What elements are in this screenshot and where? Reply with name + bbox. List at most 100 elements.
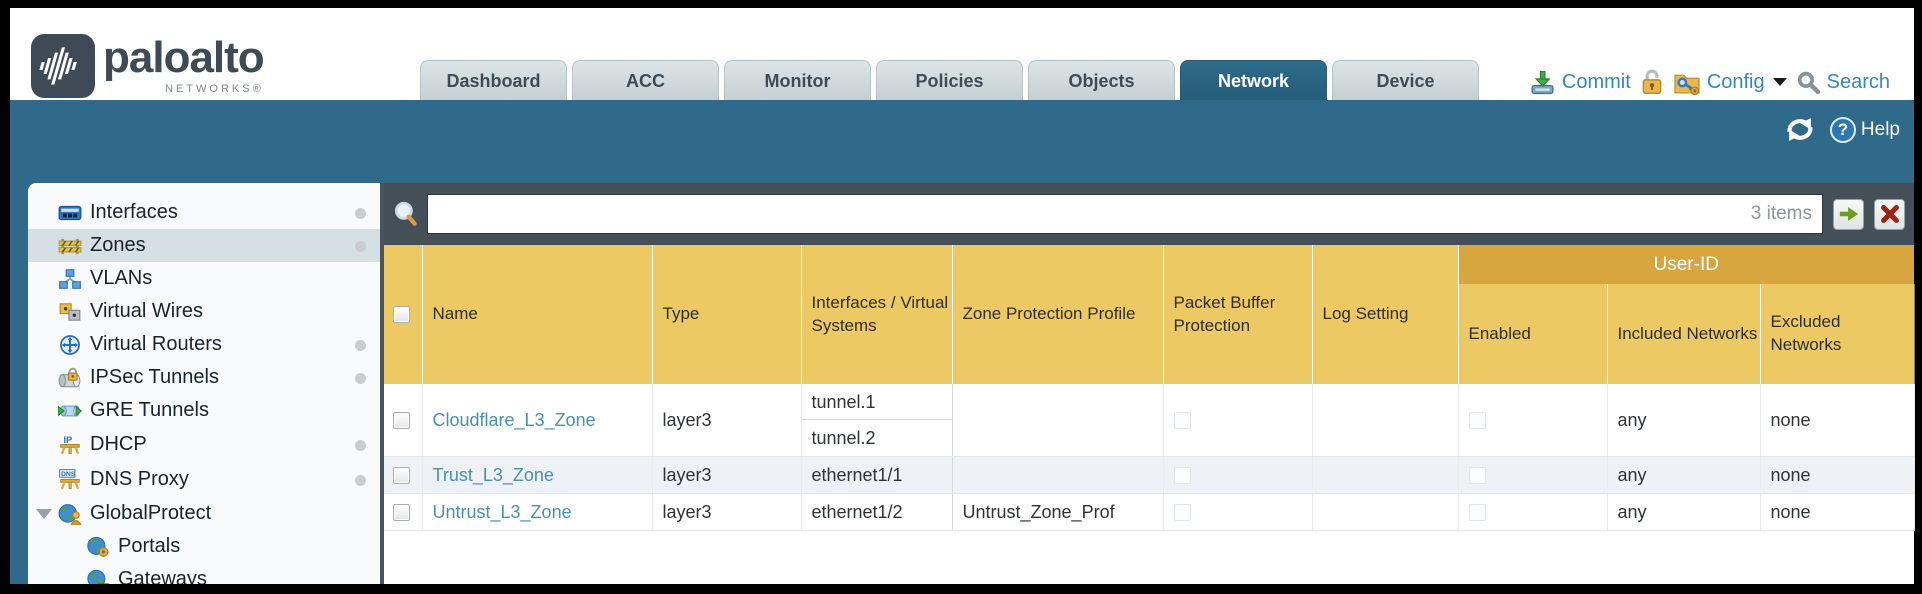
help-icon: ?: [1829, 116, 1856, 143]
tab-policies[interactable]: Policies: [876, 60, 1023, 100]
column-header-packet-buffer-protection[interactable]: Packet Buffer Protection: [1163, 245, 1313, 384]
log-setting: [1312, 384, 1459, 457]
help-label: Help: [1860, 118, 1900, 140]
svg-text:IP: IP: [63, 434, 72, 444]
zone-type: layer3: [652, 493, 802, 531]
tab-dashboard[interactable]: Dashboard: [420, 60, 567, 100]
virtual-routers-icon: [60, 334, 80, 355]
status-dot: [355, 474, 366, 486]
row-checkbox[interactable]: [393, 411, 410, 429]
items-count-badge: 3 items: [1750, 203, 1812, 224]
commit-icon: [1531, 70, 1554, 94]
sidebar-item-globalprotect[interactable]: GlobalProtect: [28, 497, 380, 530]
portals-icon: [87, 536, 109, 557]
column-header-zone-protection-profile[interactable]: Zone Protection Profile: [952, 245, 1164, 384]
filter-input[interactable]: [428, 195, 1822, 233]
select-all-checkbox[interactable]: [393, 306, 410, 323]
tab-acc[interactable]: ACC: [572, 60, 719, 100]
zone-type: layer3: [652, 384, 802, 457]
column-header-interfaces[interactable]: Interfaces / Virtual Systems: [801, 245, 953, 384]
user-id-enabled-checkbox: [1468, 466, 1486, 484]
brand-logo: paloalto NETWORKS®: [31, 34, 265, 98]
included-networks: any: [1607, 493, 1761, 531]
sidebar-item-label: DHCP: [90, 433, 147, 455]
tab-objects[interactable]: Objects: [1028, 60, 1175, 100]
row-checkbox[interactable]: [393, 466, 410, 484]
row-checkbox[interactable]: [393, 503, 410, 521]
column-header-enabled[interactable]: Enabled: [1458, 284, 1608, 384]
zone-protection-profile: Untrust_Zone_Prof: [952, 493, 1164, 531]
excluded-networks: none: [1760, 456, 1915, 494]
zone-name-link[interactable]: Cloudflare_L3_Zone: [432, 409, 596, 430]
select-all-header: [384, 245, 423, 384]
zone-protection-profile: [952, 456, 1164, 494]
column-header-name[interactable]: Name: [422, 245, 653, 384]
gre-tunnels-icon: [58, 405, 82, 416]
sidebar-item-label: VLANs: [90, 267, 153, 289]
zones-table: Name Type Interfaces / Virtual Systems Z…: [384, 245, 1915, 531]
top-bar: paloalto NETWORKS® Dashboard ACC Monitor…: [10, 8, 1914, 100]
tab-device[interactable]: Device: [1332, 60, 1479, 100]
sidebar-item-virtual-routers[interactable]: Virtual Routers: [28, 328, 380, 361]
sidebar-item-portals[interactable]: Portals: [28, 530, 380, 563]
status-dot: [355, 372, 366, 384]
search-label: Search: [1826, 70, 1890, 93]
status-dot: [355, 240, 366, 252]
panel-splitter[interactable]: [380, 183, 384, 584]
commit-label: Commit: [1561, 70, 1631, 93]
refresh-icon[interactable]: [1784, 116, 1816, 143]
column-header-type[interactable]: Type: [652, 245, 802, 384]
main-nav-tabs: Dashboard ACC Monitor Policies Objects N…: [420, 60, 1479, 100]
config-label: Config: [1706, 70, 1765, 93]
filter-input-box: 3 items: [427, 194, 1823, 234]
sidebar-item-zones[interactable]: Zones: [28, 229, 380, 262]
sidebar-item-dhcp[interactable]: IP DHCP: [28, 427, 380, 462]
status-dot: [355, 439, 366, 451]
expander-triangle-icon[interactable]: [36, 508, 52, 519]
included-networks: any: [1607, 384, 1761, 457]
zone-name-link[interactable]: Trust_L3_Zone: [432, 464, 554, 485]
commit-button[interactable]: Commit: [1529, 69, 1631, 96]
log-setting: [1312, 493, 1459, 531]
help-button[interactable]: ? Help: [1829, 116, 1900, 143]
sidebar-item-vlans[interactable]: VLANs: [28, 262, 380, 295]
dns-proxy-icon: DNS: [59, 468, 80, 489]
column-group-user-id: User-ID: [1458, 245, 1914, 284]
lock-icon[interactable]: [1640, 68, 1664, 96]
sidebar-item-interfaces[interactable]: Interfaces: [28, 196, 380, 229]
tab-network[interactable]: Network: [1180, 60, 1327, 100]
status-dot: [355, 339, 366, 351]
sidebar-item-dns-proxy[interactable]: DNS DNS Proxy: [28, 462, 380, 497]
sidebar-item-label: GlobalProtect: [90, 502, 212, 524]
dropdown-caret-icon: [1772, 78, 1787, 86]
zone-name-link[interactable]: Untrust_L3_Zone: [432, 501, 572, 522]
network-sidebar: Interfaces Zones VLANs: [28, 183, 380, 584]
column-header-included-networks[interactable]: Included Networks: [1607, 284, 1761, 384]
apply-filter-button[interactable]: [1833, 198, 1864, 230]
column-header-log-setting[interactable]: Log Setting: [1312, 245, 1459, 384]
sidebar-item-gateways[interactable]: Gateways: [28, 563, 380, 584]
user-id-enabled-checkbox: [1468, 503, 1486, 521]
sidebar-item-ipsec-tunnels[interactable]: IPSec Tunnels: [28, 361, 380, 394]
sidebar-item-label: Virtual Wires: [90, 300, 203, 322]
packet-buffer-protection-checkbox: [1173, 466, 1191, 484]
packet-buffer-protection-checkbox: [1173, 411, 1191, 429]
tab-monitor[interactable]: Monitor: [724, 60, 871, 100]
zones-content-pane: 3 items: [384, 183, 1915, 584]
log-setting: [1312, 456, 1459, 494]
zone-protection-profile: [952, 384, 1164, 457]
sidebar-item-label: GRE Tunnels: [90, 399, 209, 421]
column-header-excluded-networks[interactable]: Excluded Networks: [1760, 284, 1915, 384]
excluded-networks: none: [1760, 384, 1915, 457]
search-button[interactable]: Search: [1796, 70, 1890, 95]
zones-icon: [58, 238, 82, 254]
config-menu-button[interactable]: Config: [1673, 69, 1787, 96]
clear-filter-button[interactable]: [1874, 198, 1905, 230]
sidebar-item-virtual-wires[interactable]: Virtual Wires: [28, 295, 380, 328]
gateways-icon: [87, 569, 110, 584]
clear-filter-icon: [1880, 205, 1899, 223]
interface-value: ethernet1/2: [811, 502, 903, 522]
sidebar-item-gre-tunnels[interactable]: GRE Tunnels: [28, 394, 380, 427]
interface-value: ethernet1/1: [811, 465, 903, 485]
table-row: Trust_L3_Zone layer3 ethernet1/1 any non…: [384, 456, 1915, 494]
